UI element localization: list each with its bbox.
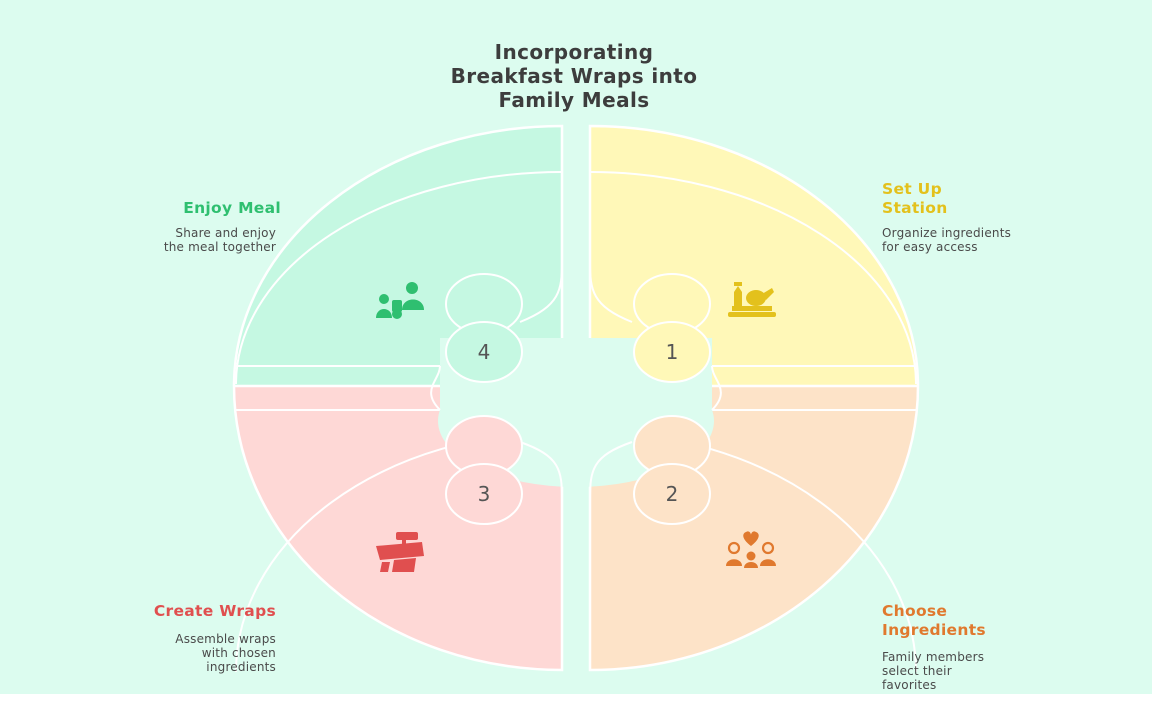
step-marker-4	[445, 273, 523, 383]
step-3-desc-line: ingredients	[206, 660, 276, 674]
step-1-heading-line: Set Up	[882, 180, 942, 198]
step-marker-3	[445, 415, 523, 525]
family-heart-icon	[726, 531, 776, 568]
title-line-2: Breakfast Wraps into	[450, 64, 698, 88]
step-4-description: Share and enjoy the meal together	[76, 226, 276, 254]
step-3-desc-line: Assemble wraps	[175, 632, 276, 646]
step-1-heading: Set Up Station	[882, 180, 948, 218]
step-3-heading: Create Wraps	[60, 602, 276, 621]
step-2-heading: Choose Ingredients	[882, 602, 986, 640]
step-1-desc-line: Organize ingredients	[882, 226, 1012, 240]
step-4-desc-line: Share and enjoy	[175, 226, 276, 240]
step-number-4: 4	[477, 340, 491, 364]
step-4-desc-line: the meal together	[163, 240, 276, 254]
step-3-description: Assemble wraps with chosen ingredients	[76, 632, 276, 674]
step-3-desc-line: with chosen	[201, 646, 276, 660]
step-2-desc-line: favorites	[882, 678, 937, 692]
title-line-3: Family Meals	[498, 88, 650, 112]
step-number-2: 2	[665, 482, 679, 506]
step-2-desc-line: select their	[882, 664, 952, 678]
step-marker-2	[633, 415, 711, 525]
step-number-1: 1	[665, 340, 679, 364]
diagram-title: Incorporating Breakfast Wraps into Famil…	[376, 40, 772, 112]
step-number-3: 3	[477, 482, 491, 506]
step-marker-1	[633, 273, 711, 383]
step-3-heading-line: Create Wraps	[153, 602, 276, 620]
step-2-heading-line: Ingredients	[882, 621, 986, 639]
step-4-heading-line: Enjoy Meal	[183, 199, 281, 217]
step-1-heading-line: Station	[882, 199, 948, 217]
title-line-1: Incorporating	[494, 40, 654, 64]
step-2-desc-line: Family members	[882, 650, 985, 664]
step-4-heading: Enjoy Meal	[60, 199, 281, 218]
step-1-description: Organize ingredients for easy access	[882, 226, 1011, 254]
food-tray-icon	[728, 282, 776, 317]
step-2-description: Family members select their favorites	[882, 650, 984, 692]
step-1-desc-line: for easy access	[882, 240, 978, 254]
wrap-tools-icon	[376, 532, 424, 572]
people-sharing-icon	[376, 282, 424, 319]
step-2-heading-line: Choose	[882, 602, 948, 620]
